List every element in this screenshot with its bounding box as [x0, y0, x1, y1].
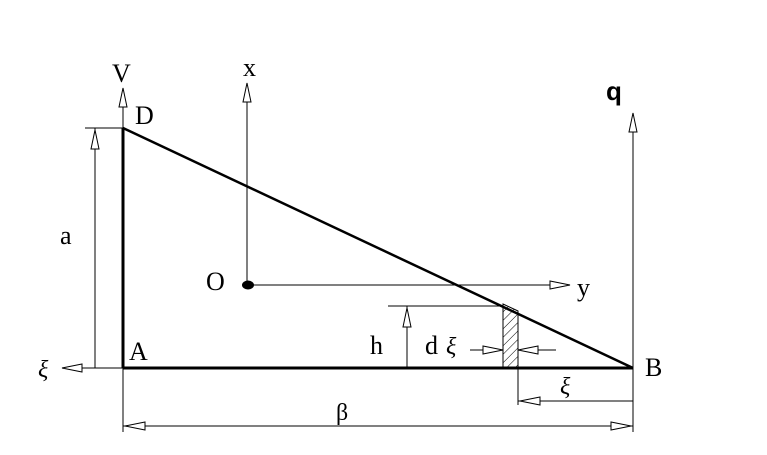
origin-point — [242, 280, 254, 290]
label-D: D — [135, 101, 154, 130]
y-axis-arrowhead — [549, 280, 571, 290]
label-a: a — [60, 221, 72, 250]
label-x: x — [243, 53, 256, 82]
hatched-strip — [502, 303, 519, 369]
label-V: V — [112, 59, 131, 88]
label-h: h — [370, 331, 383, 360]
dxi-right-arrowhead — [517, 345, 539, 355]
label-xi-strip: ξ — [446, 334, 457, 360]
label-y: y — [577, 273, 590, 302]
hypotenuse-DB — [122, 126, 634, 370]
label-O: O — [206, 267, 225, 296]
dxi-left-arrowhead — [482, 345, 504, 355]
label-q: q — [606, 76, 622, 106]
dim-beta-right-arrowhead — [610, 421, 632, 431]
q-axis-arrowhead — [628, 112, 638, 133]
label-B: B — [645, 353, 662, 382]
label-A: A — [129, 337, 148, 366]
v-axis-arrowhead — [118, 87, 128, 108]
label-beta: β — [336, 400, 348, 426]
dim-beta-left-arrowhead — [124, 421, 146, 431]
dim-xi-arrowhead — [519, 396, 541, 406]
dim-a-arrowhead — [90, 129, 100, 150]
x-axis-arrowhead — [242, 82, 252, 103]
label-d: d — [425, 331, 438, 360]
label-xi-left: ξ — [38, 357, 49, 383]
label-xi-bottom: ξ — [560, 374, 571, 400]
dim-h-arrowhead — [402, 307, 412, 328]
xi-left-arrowhead — [61, 363, 83, 373]
